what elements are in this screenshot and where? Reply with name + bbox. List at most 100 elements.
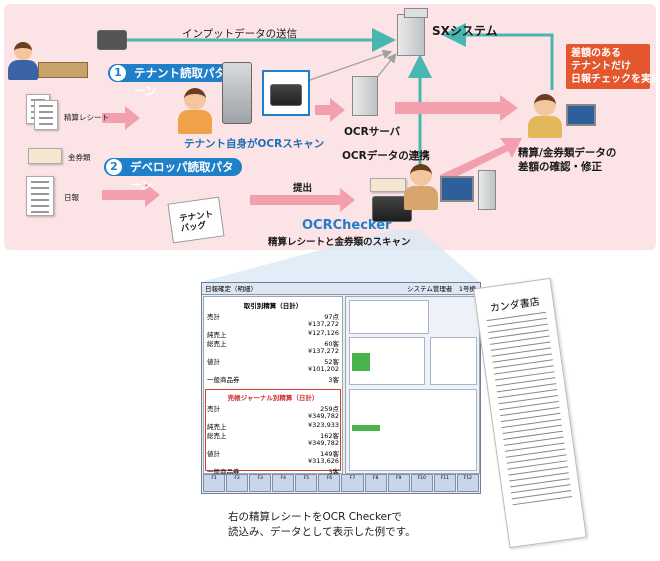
pos-terminal-icon [97, 30, 127, 50]
function-key[interactable]: F8 [364, 474, 387, 492]
diff-check-note: 差額のある テナントだけ 日報チェックを実施 [566, 44, 660, 89]
screen-row-value: 259点 [320, 405, 339, 413]
receipt-image: カンダ書店 [473, 277, 587, 549]
screen-row-label: 売計 [207, 313, 220, 321]
doc1-label: 精算レシート [64, 113, 109, 122]
verifier-body-icon [528, 116, 562, 138]
screen-row-value: 52客 [324, 358, 339, 366]
screen-row-value: ¥137,272 [307, 320, 339, 328]
screen-title: 日報確定（明細） [205, 285, 257, 293]
callout-wedge [201, 230, 480, 282]
pattern1-label: テナント読取パターン [134, 66, 226, 98]
pink-arrow-6 [440, 138, 522, 183]
screen-row: ¥101,202 [207, 365, 339, 373]
sx-system-server-top-icon [404, 8, 428, 18]
screen-row: 総売上 60客 [207, 338, 339, 348]
ocrchecker-label: OCRChecker [302, 218, 392, 233]
function-key[interactable]: F2 [226, 474, 249, 492]
function-key[interactable]: F7 [341, 474, 364, 492]
tenant-person-head-icon [14, 42, 32, 60]
function-key[interactable]: F11 [433, 474, 456, 492]
pc-tower-icon [478, 170, 496, 210]
function-key[interactable]: F6 [318, 474, 341, 492]
kiosk-scanner-icon [222, 62, 252, 124]
voucher-doc-icon [28, 148, 62, 164]
screen-row-value: ¥101,202 [307, 365, 339, 373]
sx-system-label: SXシステム [432, 24, 498, 38]
screen-row: ¥313,626 [207, 457, 339, 465]
ocr-server-label: OCRサーバ [344, 126, 401, 138]
screen-row-value: 3客 [328, 376, 339, 384]
screen-row-label: 値計 [207, 450, 220, 458]
screen-title-bar: 日報確定（明細） システム管理者 1号機 [202, 283, 480, 295]
screen-row-label: 純売上 [207, 331, 227, 339]
screen-row-label: 一般商品券 [207, 376, 240, 384]
pink-arrow-5 [395, 95, 518, 121]
screen-row-value: ¥137,272 [307, 347, 339, 355]
flow-arrows [102, 23, 554, 282]
function-key[interactable]: F1 [203, 474, 226, 492]
pattern2-number: 2 [106, 159, 122, 175]
screen-row-label: 総売上 [207, 340, 227, 348]
section2-title: 売帳ジャーナル別精算（日計） [227, 394, 319, 402]
screen-row-value: ¥349,782 [307, 439, 339, 447]
operator-head-icon [410, 164, 432, 186]
header-grid [349, 300, 429, 334]
screen-row-value: ¥127,126 [307, 329, 339, 337]
pink-arrow-4 [250, 188, 355, 212]
side-grid [430, 337, 477, 385]
section1-title: 取引別精算（日計） [243, 302, 303, 310]
doc3-label: 日報 [64, 193, 79, 202]
screen-row-value: 97点 [324, 313, 339, 321]
screen-row-label: 売計 [207, 405, 220, 413]
screen-row-value: 149客 [320, 450, 339, 458]
submit-label: 提出 [293, 183, 313, 194]
desktop-scanner-icon [270, 84, 302, 106]
ocrchecker-sub-label: 精算レシートと金券類のスキャン [268, 237, 411, 248]
screen-row-value: 60客 [324, 340, 339, 348]
pattern2-label: デベロッパ読取パターン [130, 160, 234, 192]
monitor-icon [440, 176, 474, 202]
function-key[interactable]: F5 [295, 474, 318, 492]
screen-row: 純売上 ¥127,126 [207, 329, 339, 339]
green-mark-2 [352, 425, 380, 431]
green-mark [352, 353, 370, 371]
screen-row-value: ¥313,626 [307, 457, 339, 465]
function-key[interactable]: F3 [249, 474, 272, 492]
screen-row-label: 純売上 [207, 423, 227, 431]
tenant-person-body-icon [8, 60, 38, 80]
screen-row-value: ¥323,933 [307, 421, 339, 429]
daily-report-doc-icon [26, 176, 54, 216]
verifier-head-icon [534, 94, 556, 116]
screen-row-value: 162客 [320, 432, 339, 440]
tenant-ocr-label: テナント自身がOCRスキャン [184, 138, 325, 150]
voucher-stack-icon [370, 178, 406, 192]
pattern1-number: 1 [110, 65, 126, 81]
screen-row: 売計 97点 [207, 311, 339, 321]
screen-row-value: 3客 [328, 468, 339, 476]
screen-row: 一般商品券 3客 [207, 466, 339, 476]
pattern2-badge: 2 デベロッパ読取パターン [104, 158, 242, 192]
screen-row: 総売上 162客 [207, 430, 339, 440]
verifier-monitor-icon [566, 104, 596, 126]
tenant-scanner-person-head-icon [184, 88, 206, 110]
screen-row-label: 総売上 [207, 432, 227, 440]
function-key[interactable]: F10 [410, 474, 433, 492]
sx-system-server-icon [397, 14, 425, 56]
screen-row-value: ¥349,782 [307, 412, 339, 420]
verify-label: 精算/金券類データの 差額の確認・修正 [518, 147, 617, 173]
screen-row: ¥137,272 [207, 320, 339, 328]
screen-row-label: 一般商品券 [207, 468, 240, 476]
function-key[interactable]: F9 [387, 474, 410, 492]
input-send-label: インプットデータの送信 [182, 28, 298, 40]
function-key[interactable]: F12 [456, 474, 479, 492]
ocr-server-icon [352, 76, 378, 116]
screen-right-pane [345, 296, 480, 474]
function-key[interactable]: F4 [272, 474, 295, 492]
section2-highlight [205, 389, 341, 471]
ocr-link-label: OCRデータの連携 [342, 150, 430, 162]
scanner-to-system [309, 49, 393, 81]
